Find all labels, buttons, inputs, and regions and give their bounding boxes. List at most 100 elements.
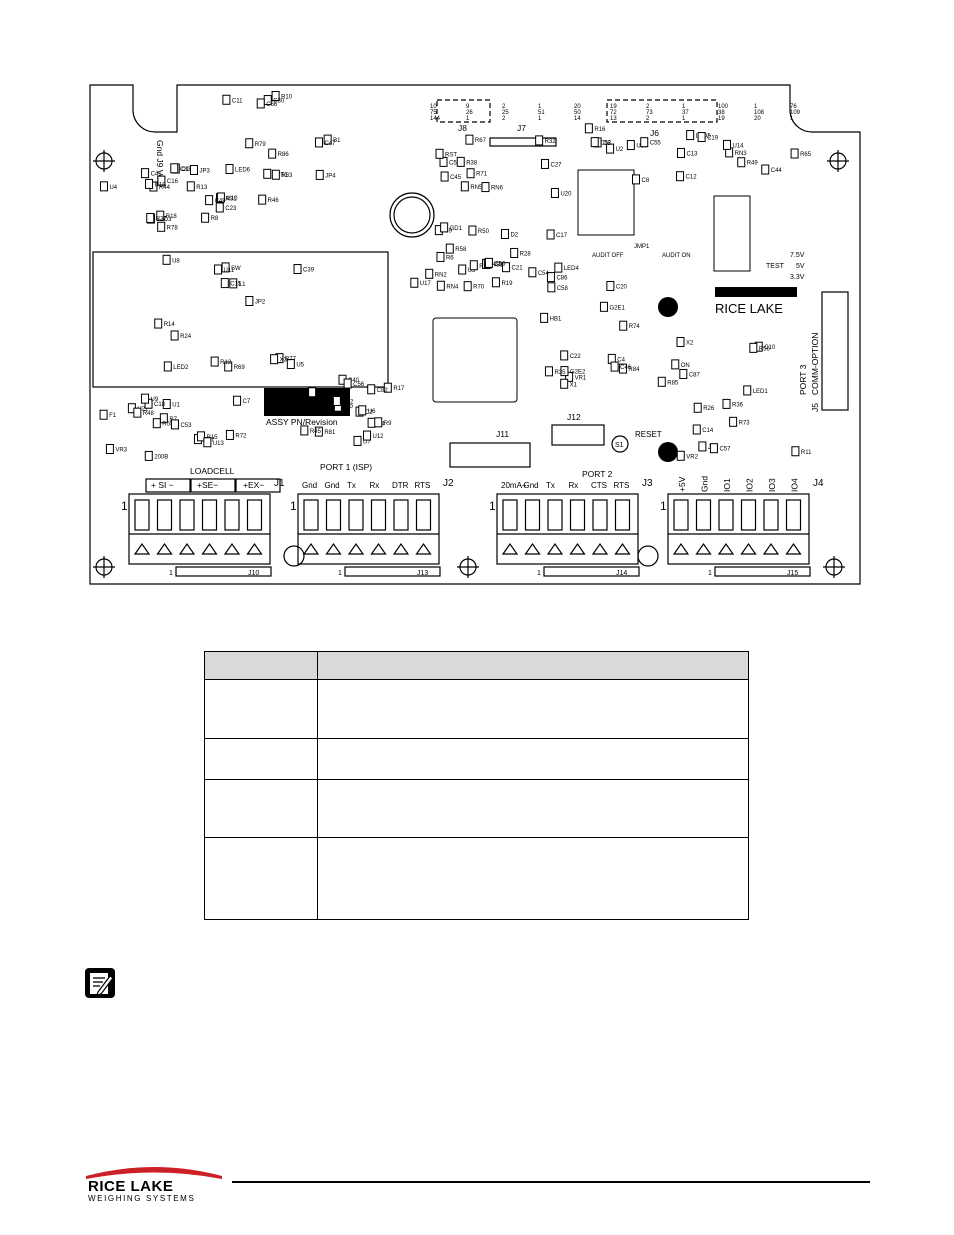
component-outline bbox=[256, 98, 265, 109]
j7-body bbox=[489, 137, 557, 147]
component-designator: LED6 bbox=[235, 168, 251, 174]
pin-number: 1 bbox=[466, 116, 470, 122]
pin-number: 1 bbox=[538, 104, 542, 110]
component-outline bbox=[141, 168, 150, 179]
component-outline bbox=[300, 425, 309, 436]
component-designator: R65 bbox=[800, 152, 812, 158]
component-designator: C2 bbox=[365, 410, 373, 416]
component-designator: C45 bbox=[450, 175, 462, 181]
footer-rule bbox=[232, 1181, 870, 1183]
component-outline bbox=[749, 342, 758, 353]
pin-number: 2 bbox=[646, 116, 650, 122]
component-designator: B1 bbox=[333, 138, 341, 144]
component-designator: RN3 bbox=[735, 151, 748, 157]
component-designator: C83 bbox=[180, 167, 192, 173]
component-outline bbox=[460, 181, 469, 192]
component-outline bbox=[677, 147, 686, 158]
component-designator: RN5 bbox=[470, 185, 483, 191]
component-outline bbox=[205, 195, 214, 206]
pin-one-label: 1 bbox=[537, 570, 541, 577]
jumper-name: JMP1 bbox=[634, 244, 650, 250]
component-outline bbox=[632, 174, 641, 185]
spec-table bbox=[204, 651, 749, 920]
pin-one-label: 1 bbox=[169, 570, 173, 577]
note-pencil-icon bbox=[85, 968, 115, 998]
component-designator: RN6 bbox=[491, 186, 504, 192]
port1-pin-label: RTS bbox=[415, 481, 431, 490]
component-designator: C55 bbox=[650, 141, 662, 147]
pin-number: 20 bbox=[754, 116, 761, 122]
component-designator: C87 bbox=[689, 372, 701, 378]
component-outline bbox=[258, 194, 267, 205]
pin-one-label: 1 bbox=[660, 499, 667, 513]
spec-table-header-cell bbox=[317, 651, 749, 680]
component-designator: U5 bbox=[296, 363, 304, 369]
component-designator: R55 bbox=[162, 422, 174, 428]
component-designator: U6 bbox=[368, 409, 376, 415]
pin-number: 37 bbox=[682, 110, 689, 116]
pin-number: 1 bbox=[754, 104, 758, 110]
port2-pin-label: Gnd bbox=[524, 481, 539, 490]
component-designator: C15 bbox=[230, 282, 242, 288]
pin-number: 2 bbox=[502, 116, 506, 122]
connector-label-j3: J3 bbox=[642, 478, 653, 489]
component-designator: D5 bbox=[603, 141, 611, 147]
port1-pin-label: Gnd bbox=[302, 481, 317, 490]
table-row bbox=[204, 679, 749, 739]
component-designator: RN4 bbox=[446, 284, 459, 290]
pin-number: 100 bbox=[718, 104, 729, 110]
table-cell bbox=[317, 679, 749, 739]
component-outline bbox=[560, 350, 569, 361]
component-outline bbox=[314, 137, 323, 148]
component-outline bbox=[599, 301, 608, 312]
component-outline bbox=[640, 137, 649, 148]
component-outline bbox=[343, 378, 352, 389]
component-outline bbox=[314, 426, 323, 437]
component-outline bbox=[353, 435, 362, 446]
component-designator: C11 bbox=[232, 98, 243, 104]
component-designator: C82 bbox=[377, 388, 389, 394]
io-pin-label: IO4 bbox=[790, 478, 800, 492]
component-outline bbox=[210, 356, 219, 367]
port2-pin-label: Rx bbox=[569, 481, 579, 490]
component-outline bbox=[440, 171, 449, 182]
volt-test: TEST bbox=[766, 263, 785, 270]
component-designator: U19 bbox=[155, 182, 167, 188]
component-designator: U14 bbox=[733, 143, 745, 149]
component-outline bbox=[500, 228, 509, 239]
component-outline bbox=[481, 182, 490, 193]
component-designator: R10 bbox=[281, 94, 293, 100]
component-outline bbox=[743, 385, 752, 396]
component-outline bbox=[271, 90, 280, 101]
component-outline bbox=[619, 320, 628, 331]
component-designator: X2 bbox=[686, 340, 694, 346]
port1-pin-label: DTR bbox=[392, 481, 409, 490]
table-row bbox=[204, 779, 749, 838]
component-outline bbox=[170, 419, 179, 430]
component-designator: C23 bbox=[225, 206, 237, 212]
port1-pin-label: Tx bbox=[347, 481, 356, 490]
component-designator: R16 bbox=[594, 127, 606, 133]
reset-label: RESET bbox=[635, 430, 662, 439]
component-designator: R6 bbox=[446, 255, 454, 261]
component-designator: R56 bbox=[759, 346, 771, 352]
component-designator: U13 bbox=[213, 441, 225, 447]
component-outline bbox=[271, 169, 280, 180]
pin-one-label: 1 bbox=[489, 499, 496, 513]
component-designator: C5 bbox=[449, 160, 457, 166]
table-cell bbox=[317, 837, 749, 920]
pin-number: 10 bbox=[430, 104, 437, 110]
component-outline bbox=[270, 354, 279, 365]
audit-off-label: AUDIT OFF bbox=[592, 253, 624, 259]
component-outline bbox=[560, 378, 569, 389]
component-outline bbox=[146, 212, 155, 223]
component-designator: C16 bbox=[167, 179, 179, 185]
component-designator: JP2 bbox=[255, 299, 266, 305]
j6-label: J6 bbox=[650, 128, 659, 138]
component-designator: TVS1 bbox=[273, 172, 289, 178]
component-designator: C18 bbox=[154, 402, 166, 408]
component-outline bbox=[676, 450, 685, 461]
j6-outline bbox=[606, 99, 718, 123]
component-outline bbox=[214, 264, 223, 275]
